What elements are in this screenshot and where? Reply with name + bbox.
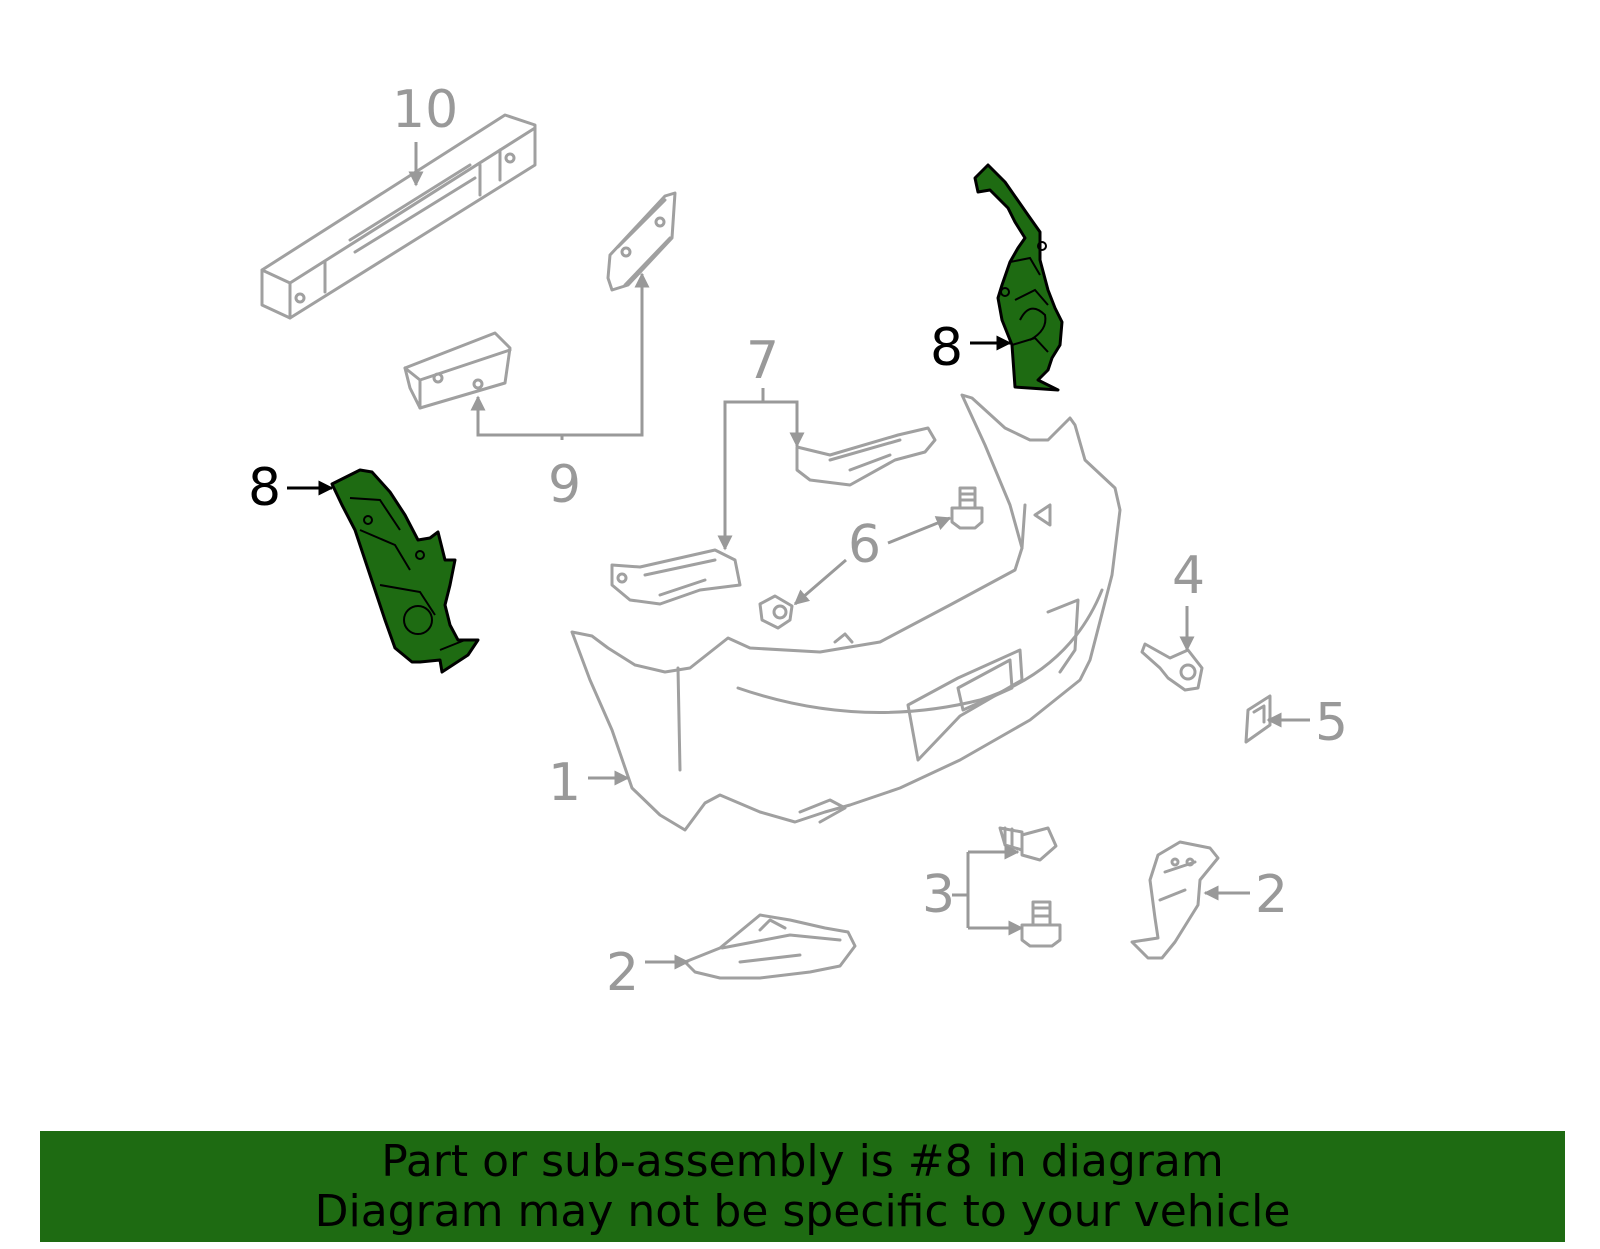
fastener-part-6[interactable] [758, 486, 984, 630]
bracket-upper-part-9[interactable] [606, 191, 677, 292]
bumper-cover-part-1[interactable] [570, 393, 1122, 832]
reinforcement-beam-part-10[interactable] [260, 113, 537, 320]
banner-line-disclaimer: Diagram may not be specific to your vehi… [314, 1185, 1291, 1237]
callout-10: 10 [392, 80, 458, 140]
bracket-lower-part-9[interactable] [403, 331, 512, 410]
parts-diagram: 10 9 7 8 8 6 4 5 1 3 2 2 [248, 80, 1348, 1003]
callout-1: 1 [548, 753, 581, 813]
info-banner: Part or sub-assembly is #8 in diagram Di… [40, 1131, 1565, 1242]
callout-6: 6 [848, 515, 881, 575]
bolt-part-3[interactable] [998, 826, 1062, 948]
callout-7: 7 [746, 331, 779, 391]
bracket-right-part-8[interactable] [973, 163, 1064, 392]
bracket-lower-part-2[interactable] [683, 913, 857, 980]
clip-part-5[interactable] [1244, 694, 1272, 744]
bracket-left-part-8[interactable] [330, 468, 480, 674]
callout-8-left: 8 [248, 458, 281, 518]
support-lower-part-7[interactable] [610, 548, 742, 606]
clip-part-4[interactable] [1140, 642, 1204, 692]
callout-2-right: 2 [1255, 865, 1288, 925]
banner-line-part: Part or sub-assembly is #8 in diagram [381, 1135, 1224, 1187]
callout-3: 3 [922, 865, 955, 925]
callout-9: 9 [548, 455, 581, 515]
support-upper-part-7[interactable] [795, 426, 937, 487]
callout-8-right: 8 [930, 318, 963, 378]
callout-4: 4 [1172, 546, 1205, 606]
callout-2-bottom: 2 [606, 943, 639, 1003]
bracket-side-part-2[interactable] [1130, 840, 1220, 960]
callout-5: 5 [1315, 693, 1348, 753]
